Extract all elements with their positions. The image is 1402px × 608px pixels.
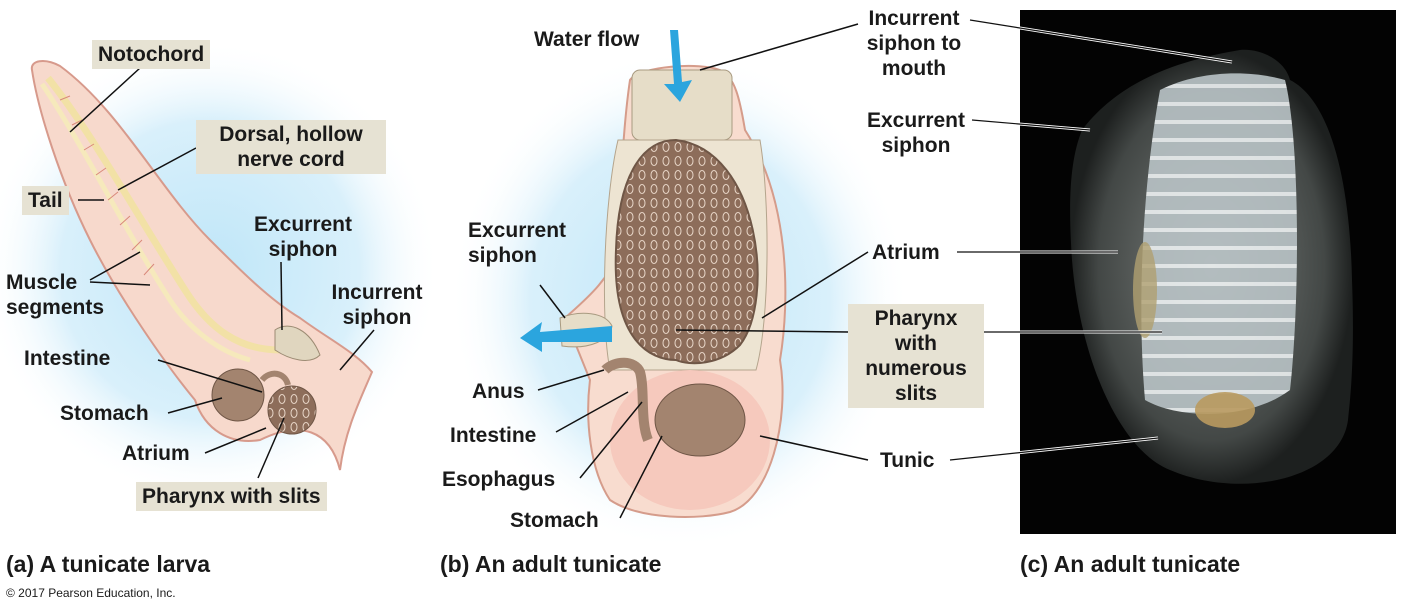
label-intestine-adult: Intestine (450, 424, 537, 447)
larva-excurrent-siphon (274, 325, 321, 361)
larva-stomach (211, 368, 265, 422)
label-intestine-larva: Intestine (24, 347, 111, 370)
larva-nerve-cord (45, 75, 281, 354)
photo-gut (1195, 392, 1255, 428)
adult-stomach (654, 383, 746, 457)
copyright: © 2017 Pearson Education, Inc. (6, 586, 176, 600)
photo-leader-lines-core (949, 19, 1233, 461)
photo-pharynx (1141, 73, 1297, 414)
label-pharynx-larva: Pharynx with slits (136, 482, 327, 511)
adult-pharynx (614, 138, 759, 365)
label-atrium-photo: Atrium (872, 241, 940, 264)
larva-muscle-segments (59, 95, 155, 276)
larva-notochord (39, 82, 251, 363)
larva-intestine (259, 370, 291, 387)
adult-leader-lines (537, 284, 663, 519)
label-excurrent-siphon-larva: Excurrent siphon (253, 213, 353, 261)
photo-gonad (1133, 242, 1157, 338)
label-excurrent-siphon-adult: Excurrent siphon (468, 219, 567, 267)
label-stomach-larva: Stomach (60, 402, 149, 425)
adult-intestine (601, 357, 653, 442)
label-tunic: Tunic (880, 449, 935, 472)
label-stomach-adult: Stomach (510, 509, 599, 532)
label-esophagus: Esophagus (442, 468, 556, 491)
caption-a: (a) A tunicate larva (6, 551, 211, 577)
caption-c: (c) An adult tunicate (1020, 551, 1241, 577)
adult-illustration (450, 30, 910, 550)
label-incurrent-siphon-larva: Incurrent siphon (331, 281, 423, 329)
label-pharynx-photo: Pharynx with numerous slits (848, 304, 984, 408)
label-excurrent-siphon-photo: Excurrent siphon (866, 109, 966, 157)
adult-incurrent-siphon (631, 69, 733, 141)
label-nerve-cord: Dorsal, hollow nerve cord (196, 120, 386, 174)
label-notochord: Notochord (92, 40, 211, 69)
caption-b: (b) An adult tunicate (440, 551, 662, 577)
label-water-flow: Water flow (534, 28, 640, 51)
label-tail: Tail (22, 186, 69, 215)
label-atrium-larva: Atrium (122, 442, 190, 465)
water-flow-arrows (520, 30, 692, 352)
larva-pharynx (267, 385, 317, 435)
adult-right-leader-lines (675, 23, 869, 461)
label-incurrent-siphon-photo: Incurrent siphon to mouth (866, 7, 962, 80)
adult-photo (949, 10, 1396, 534)
label-anus: Anus (472, 380, 525, 403)
larva-leader-lines (69, 67, 375, 479)
label-muscle-segments: Muscle segments (6, 271, 105, 319)
larva-body (30, 60, 374, 471)
